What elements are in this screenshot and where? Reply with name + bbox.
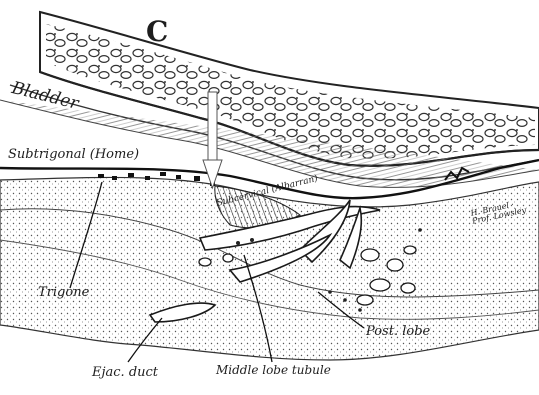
label-post-lobe: Post. lobe [366,325,430,338]
label-middle-lobe-tubule: Middle lobe tubule [216,364,331,376]
label-trigone: Trigone [38,286,89,299]
label-ejac-duct: Ejac. duct [92,366,158,379]
label-subtrigonal: Subtrigonal (Home) [8,148,139,161]
panel-letter: C [146,18,168,46]
